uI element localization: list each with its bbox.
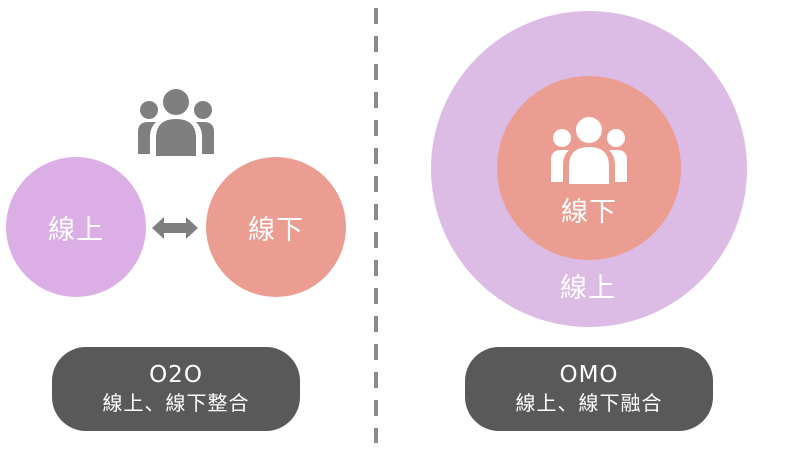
online-circle: 線上 [6,157,146,297]
dashed-divider [374,8,378,443]
o2o-title: O2O [149,362,203,388]
omo-title: OMO [559,362,619,388]
o2o-pill: O2O 線上、線下整合 [52,347,300,431]
inner-offline-label: 線下 [561,196,617,228]
online-label: 線上 [48,214,104,246]
omo-subtitle: 線上、線下融合 [515,391,663,415]
offline-circle: 線下 [206,157,346,297]
offline-inner-circle: 線下 [497,76,681,260]
outer-online-label: 線上 [560,273,616,304]
offline-label: 線下 [248,214,304,246]
o2o-subtitle: 線上、線下整合 [102,391,250,415]
double-arrow-icon [152,216,198,240]
omo-pill: OMO 線上、線下融合 [465,347,713,431]
people-group-icon [136,88,216,158]
people-group-icon [549,116,629,186]
